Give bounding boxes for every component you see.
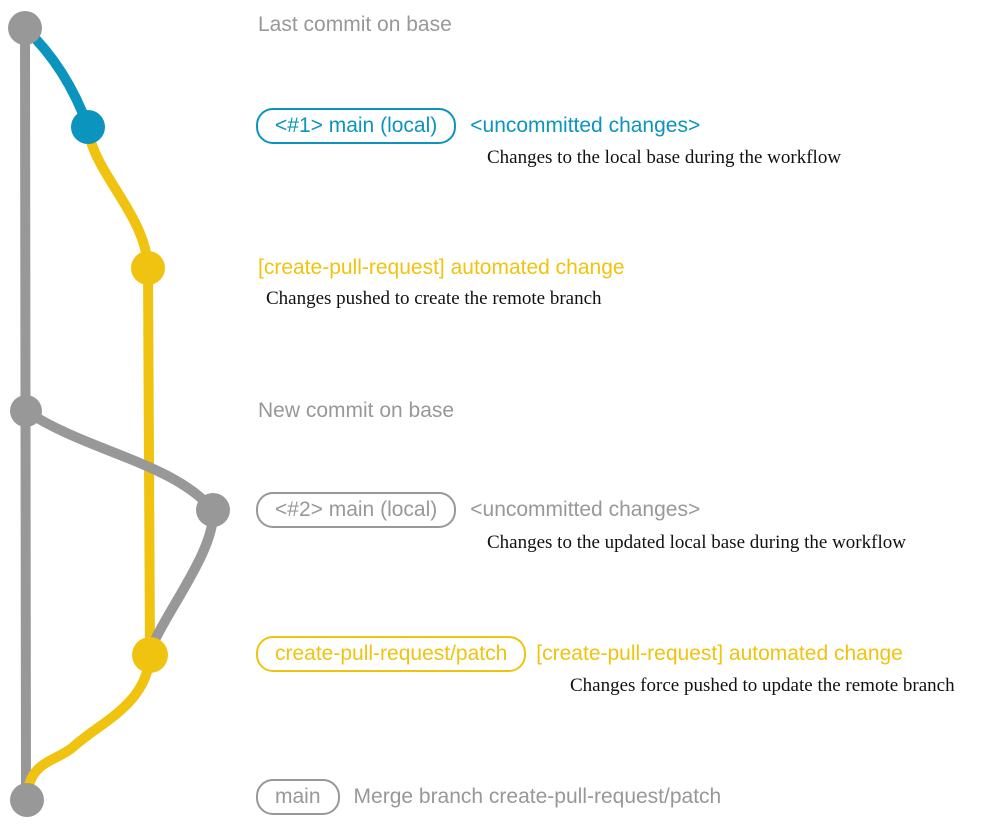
commit-node-last-commit-on-base: [8, 11, 42, 45]
commit-node-new-commit-on-base: [10, 395, 42, 427]
branch-line-patch-create: [83, 122, 153, 273]
caption-local-1: Changes to the local base during the wor…: [487, 147, 842, 168]
branch-line-local-2: [21, 406, 218, 515]
git-graph: [8, 11, 230, 817]
branch-badge-create-pull-request-patch: create-pull-request/patch: [256, 636, 527, 672]
branch-line-local-1: [20, 23, 93, 132]
branch-line-local-2-to-patch: [147, 505, 219, 651]
status-uncommitted-changes-2: <uncommitted changes>: [470, 498, 701, 521]
annotation-last-commit-on-base: Last commit on base: [258, 13, 452, 36]
branch-badge-main: main: [256, 779, 340, 815]
row-local-1: <#1> main (local) <uncommitted changes>: [256, 108, 700, 144]
commit-node-merge: [10, 783, 44, 817]
commit-message-automated-change-2: [create-pull-request] automated change: [536, 642, 903, 665]
branch-line-patch-merge: [22, 650, 155, 805]
commit-node-uncommitted-1: [71, 110, 105, 144]
status-uncommitted-changes-1: <uncommitted changes>: [470, 114, 701, 137]
annotation-new-commit-on-base: New commit on base: [258, 399, 455, 422]
caption-push-1: Changes pushed to create the remote bran…: [266, 288, 602, 309]
commit-node-automated-change-1: [131, 251, 165, 285]
caption-local-2: Changes to the updated local base during…: [487, 532, 906, 553]
branch-badge-main-local-2: <#2> main (local): [256, 492, 457, 528]
row-merge: main Merge branch create-pull-request/pa…: [256, 779, 721, 815]
row-local-2: <#2> main (local) <uncommitted changes>: [256, 492, 700, 528]
caption-push-2: Changes force pushed to update the remot…: [570, 675, 955, 696]
row-push-2: create-pull-request/patch [create-pull-r…: [256, 636, 903, 672]
branch-badge-main-local-1: <#1> main (local): [256, 108, 457, 144]
commit-message-merge: Merge branch create-pull-request/patch: [353, 785, 722, 808]
branch-line-patch-trunk: [143, 263, 155, 660]
commit-node-uncommitted-2: [196, 493, 230, 527]
commit-message-automated-change-1: [create-pull-request] automated change: [258, 256, 625, 279]
commit-node-automated-change-2: [132, 637, 168, 673]
